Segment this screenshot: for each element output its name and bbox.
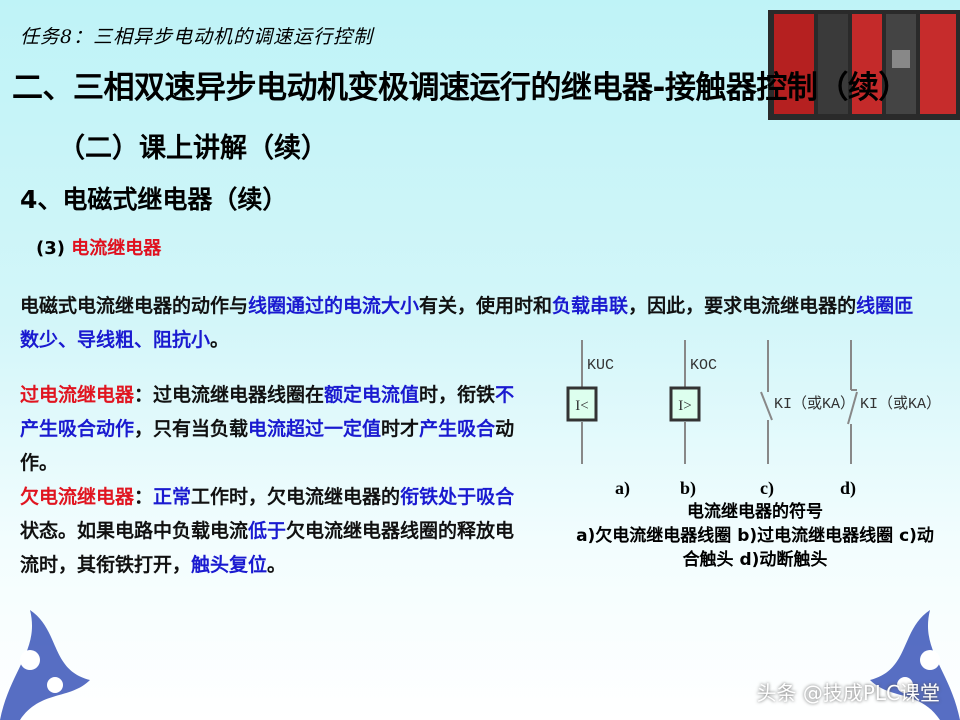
highlight-segment: 产生吸合 — [419, 418, 496, 440]
subsection-label: 电流继电器 — [71, 238, 162, 259]
text-segment: 工作时，欠电流继电器的 — [191, 486, 401, 508]
subsection-number: (3) — [36, 238, 65, 259]
text-segment: ，只有当负载 — [134, 418, 249, 440]
highlight-segment: 触头复位 — [191, 554, 268, 576]
text-segment: 有关，使用时和 — [419, 295, 553, 317]
coil-a-symbol: I< — [575, 398, 588, 414]
label-a: a) — [615, 478, 630, 498]
slide-subtitle: （二）课上讲解（续） — [58, 133, 328, 164]
relay-symbol-diagram: I< I> KUC KOC KI（或KA） KI（或KA） — [566, 340, 941, 464]
caption-line-1: a)欠电流继电器线圈 b)过电流继电器线圈 c)动 — [576, 526, 934, 546]
diagram-labels: a) b) c) d) — [560, 478, 950, 502]
paragraph-undercurrent: 欠电流继电器：正常工作时，欠电流继电器的衔铁处于吸合状态。如果电路中负载电流低于… — [20, 480, 530, 582]
slide-title: 二、三相双速异步电动机变极调速运行的继电器-接触器控制（续） — [12, 70, 909, 106]
symbol-ki-d: KI（或KA） — [860, 395, 941, 413]
text-segment: 时才 — [381, 418, 420, 440]
highlight-segment: 额定电流值 — [324, 384, 420, 406]
label-d: d) — [840, 478, 857, 498]
coil-b-symbol: I> — [678, 398, 691, 414]
text-segment: ，因此，要求电流继电器的 — [628, 295, 857, 317]
paragraph-overcurrent: 过电流继电器：过电流继电器线圈在额定电流值时，衔铁不产生吸合动作，只有当负载电流… — [20, 378, 530, 480]
highlight-segment: 负载串联 — [552, 295, 629, 317]
highlight-segment: 正常 — [153, 486, 192, 508]
text-segment: 电磁式电流继电器的动作与 — [20, 295, 249, 317]
caption-line-2: 合触头 d)动断触头 — [682, 550, 828, 570]
symbol-koc: KOC — [690, 357, 717, 374]
subsection-heading: (3) 电流继电器 — [36, 234, 161, 260]
highlight-segment: 过电流继电器 — [20, 384, 135, 406]
task-heading: 任务8：三相异步电动机的调速运行控制 — [20, 26, 374, 48]
overcurrent-coil — [669, 386, 701, 422]
text-segment: ：过电流继电器线圈在 — [134, 384, 325, 406]
text-segment: 时，衔铁 — [419, 384, 496, 406]
watermark: 头条 @技成PLC课堂 — [756, 681, 940, 705]
text-segment: 动作。 — [20, 418, 515, 474]
highlight-segment: 线圈通过的电流大小 — [248, 295, 420, 317]
highlight-segment: 电流超过一定值 — [248, 418, 382, 440]
text-segment: 状态。如果电路中负载电流 — [20, 520, 249, 542]
paragraph-intro: 电磁式电流继电器的动作与线圈通过的电流大小有关，使用时和负载串联，因此，要求电流… — [20, 289, 930, 357]
highlight-segment: 低于 — [248, 520, 287, 542]
caption-title: 电流继电器的符号 — [687, 502, 823, 522]
text-segment: 欠电流继电器线圈的释放电流时，其衔铁打开， — [20, 520, 515, 576]
text-segment: 。 — [267, 554, 287, 576]
section-heading: 4、电磁式继电器（续） — [20, 185, 288, 214]
symbol-kuc: KUC — [587, 357, 614, 374]
highlight-segment: 不产生吸合动作 — [20, 384, 515, 440]
ornament-bottom-left — [0, 610, 90, 720]
label-b: b) — [680, 478, 697, 498]
plc-image — [768, 10, 960, 120]
label-c: c) — [760, 478, 774, 498]
ornament-bottom-right — [870, 610, 960, 720]
text-segment: ： — [134, 486, 154, 508]
highlight-segment: 欠电流继电器 — [20, 486, 135, 508]
highlight-segment: 线圈匝数少、导线粗、阻抗小 — [20, 295, 914, 351]
text-segment: 。 — [210, 329, 230, 351]
highlight-segment: 衔铁处于吸合 — [400, 486, 515, 508]
symbol-ki-c: KI（或KA） — [774, 395, 855, 413]
undercurrent-coil — [566, 386, 598, 422]
diagram-caption: 电流继电器的符号 a)欠电流继电器线圈 b)过电流继电器线圈 c)动 合触头 d… — [560, 500, 950, 572]
